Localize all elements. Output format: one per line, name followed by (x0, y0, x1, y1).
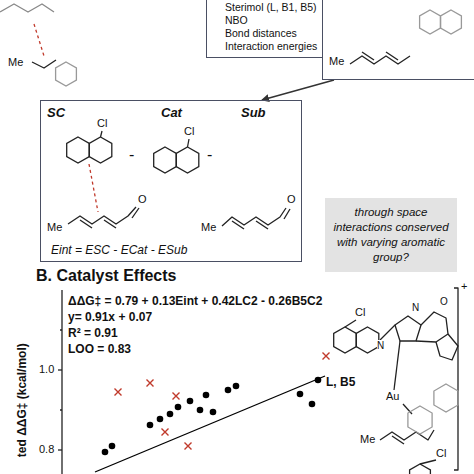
data-point (187, 398, 194, 405)
panel-text: Me (201, 221, 216, 234)
ring (441, 10, 462, 34)
atom-label: + (461, 280, 467, 293)
data-point-x (162, 429, 169, 436)
data-point (109, 443, 116, 450)
data-point-x (173, 393, 180, 400)
panel-text: NBO (225, 14, 248, 27)
section-heading: B. Catalyst Effects (36, 266, 177, 285)
panel-text: O (287, 193, 296, 206)
equation-text: ΔΔG‡ = 0.79 + 0.13Eint + 0.42LC2 - 0.26B… (68, 294, 322, 308)
atom-label: N (412, 302, 419, 314)
tick-label: 1.0 (39, 363, 54, 376)
data-point (233, 383, 240, 390)
ring (356, 327, 379, 353)
data-point (203, 392, 210, 399)
panel-box: Sterimol (L, B1, B5)NBOBond distancesInt… (206, 0, 323, 58)
ring (408, 406, 432, 434)
atom-label: O (440, 296, 448, 308)
panel-text: - (129, 145, 134, 164)
equation-text: LOO = 0.83 (68, 342, 131, 356)
panel-text: Sterimol (L, B1, B5) (225, 1, 317, 14)
data-point (309, 401, 316, 408)
panel-text: Eint = ESC - ECat - ESub (51, 243, 187, 257)
ring (176, 147, 199, 173)
ring (56, 62, 77, 86)
atom-label: L, B5 (326, 375, 355, 389)
tick-label: 0.8 (39, 443, 54, 456)
ring (89, 137, 112, 163)
panel-box: Me (322, 0, 474, 80)
panel-text: Interaction energies (225, 40, 317, 53)
axis-title: ted ΔΔG‡ (kcal/mol) (15, 343, 29, 457)
panel-text: O (138, 193, 147, 206)
data-point (197, 407, 204, 414)
equation-text: R² = 0.91 (68, 326, 118, 340)
panel-text: Bond distances (225, 27, 297, 40)
data-point (157, 416, 164, 423)
panel-text: Me (329, 55, 344, 68)
panel-text: SC (47, 105, 65, 121)
data-point (297, 391, 304, 398)
ring (420, 10, 441, 34)
equation-text: y= 0.91x + 0.07 (68, 310, 152, 324)
data-point-x (323, 353, 330, 360)
data-point (210, 409, 217, 416)
panel-text: Sub (241, 105, 266, 121)
data-point-x (185, 443, 192, 450)
ring (334, 327, 357, 353)
atom-label: Cl (355, 306, 365, 319)
atom-label: Me (360, 433, 375, 446)
flow-arrow (262, 80, 334, 100)
panel-box: SCClCatClSub--MeOMeOEint = ESC - ECat - … (40, 100, 302, 262)
panel-text: Cat (161, 105, 182, 121)
data-point (315, 377, 322, 384)
atom-label: Cl (436, 447, 446, 460)
ring (434, 384, 458, 412)
panel-text: Me (47, 221, 62, 234)
callout-box: through space interactions conserved wit… (325, 198, 457, 272)
atom-label: Au (386, 390, 399, 403)
panel-text: - (207, 145, 212, 164)
data-point (175, 404, 182, 411)
ring (410, 464, 431, 474)
data-point (102, 449, 109, 456)
panel-text: Cl (184, 125, 194, 138)
atom-label: N (377, 340, 384, 352)
data-point (225, 387, 232, 394)
ring (154, 147, 177, 173)
data-point (167, 411, 174, 418)
atom-label: Me (8, 56, 23, 69)
ring (67, 137, 90, 163)
callout-text: through space interactions conserved wit… (325, 198, 457, 272)
data-point-x (115, 389, 122, 396)
panel-text: Cl (97, 117, 107, 130)
data-point (147, 422, 154, 429)
data-point-x (147, 380, 154, 387)
